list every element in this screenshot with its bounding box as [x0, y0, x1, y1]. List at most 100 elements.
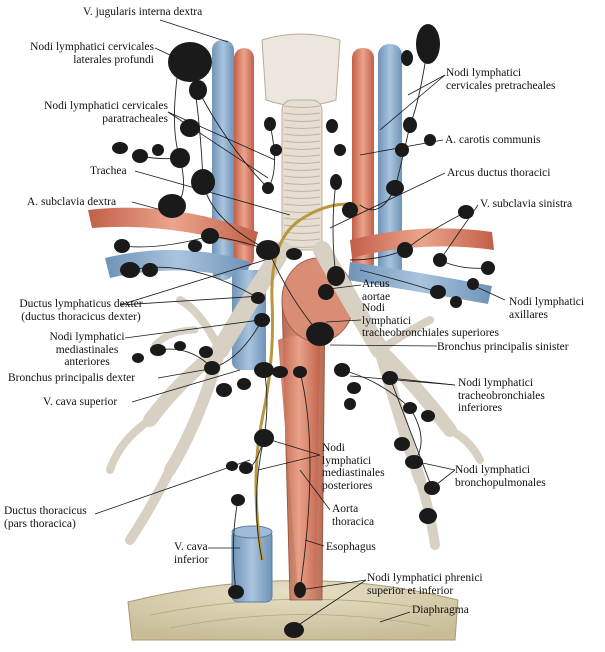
lymph-node — [458, 205, 474, 219]
trachea-ring — [283, 161, 321, 164]
lymph-node — [272, 366, 288, 378]
lymph-node — [199, 346, 213, 358]
leader-line — [389, 377, 456, 386]
lymph-node — [334, 144, 346, 156]
lymph-node — [403, 117, 417, 133]
lymph-node — [228, 585, 244, 599]
label-subclavia-dextra: A. subclavia dextra — [27, 196, 117, 208]
leader-line — [417, 461, 456, 471]
leader-line — [319, 284, 362, 291]
lymph-node — [150, 344, 166, 356]
label-bronchus-dexter: Bronchus principalis dexter — [8, 372, 136, 384]
lymph-node — [142, 263, 158, 277]
carotis-sinistra — [352, 48, 374, 273]
lymph-node — [174, 341, 186, 351]
leader-line — [119, 295, 263, 306]
lymph-node — [450, 296, 462, 308]
leader-line — [124, 319, 261, 339]
label-subclavia-sinistra: V. subclavia sinistra — [480, 198, 573, 210]
label-diaphragma: Diaphragma — [412, 604, 469, 616]
trachea-ring — [283, 140, 321, 143]
lymph-node — [397, 242, 413, 258]
lymph-node — [330, 174, 342, 190]
leader-line — [119, 259, 266, 306]
lymph-node — [170, 148, 190, 168]
trachea-ring — [283, 154, 321, 157]
lymph-node — [254, 313, 270, 327]
lymph-node — [395, 143, 409, 157]
lymph-node — [344, 398, 356, 410]
lymph-vessel — [299, 371, 311, 591]
leader-line — [329, 344, 438, 347]
label-ductus-lymphaticus: Ductus lymphaticus dexter(ductus thoraci… — [19, 298, 143, 323]
lymph-node — [293, 366, 307, 378]
leader-line — [329, 172, 446, 229]
lymph-node — [251, 292, 265, 304]
trachea-ring — [283, 203, 321, 206]
trachea-ring — [283, 133, 321, 136]
leader-line — [167, 111, 269, 179]
leader-line — [131, 369, 241, 403]
leader-line — [299, 579, 367, 591]
jugularis-dextra — [212, 40, 234, 280]
lymph-node — [168, 42, 212, 82]
leader-line — [379, 74, 446, 131]
lymph-node — [419, 508, 437, 524]
lymph-node — [286, 248, 302, 260]
trachea-ring — [283, 189, 321, 192]
lymph-vessel — [439, 259, 489, 269]
lymph-node — [256, 240, 280, 260]
lymph-node — [416, 24, 440, 64]
ductus-thoracicus — [254, 202, 361, 561]
trachea-ring — [283, 147, 321, 150]
leader-line — [159, 19, 229, 43]
leader-line — [263, 437, 321, 456]
trachea-ring — [283, 196, 321, 199]
trachea-ring — [283, 224, 321, 227]
leader-line — [379, 611, 411, 623]
leader-line — [167, 111, 276, 161]
leader-line — [257, 454, 321, 471]
leader-line — [325, 319, 362, 323]
label-ductus-thoracicus: Ductus thoracicus(pars thoracica) — [4, 505, 87, 530]
lymph-node — [327, 266, 345, 286]
lymph-node — [112, 142, 128, 154]
leader-line — [293, 579, 367, 629]
lymph-node — [132, 353, 144, 363]
lymph-node — [237, 378, 251, 390]
lymph-node — [264, 117, 276, 131]
lymph-node — [254, 362, 274, 378]
trachea-ring — [283, 105, 321, 108]
subclavia-sinistra-vein — [348, 262, 492, 304]
lymph-node — [401, 50, 413, 66]
trachea-ring — [283, 168, 321, 171]
leader-line — [431, 469, 456, 489]
lymph-node — [216, 383, 232, 397]
carotis-dextra — [234, 48, 254, 268]
lymph-node — [342, 202, 358, 218]
lymph-node — [481, 261, 495, 275]
trachea-ring — [283, 126, 321, 129]
subclavia-sinistra-art — [350, 228, 494, 258]
jugularis-sinistra — [378, 44, 402, 280]
leader-line — [154, 47, 186, 63]
lymph-node — [262, 182, 274, 194]
leader-line — [157, 367, 216, 379]
lymph-node — [189, 80, 207, 100]
trachea-ring — [283, 112, 321, 115]
label-jugularis: V. jugularis interna dextra — [83, 6, 203, 18]
label-cava-superior: V. cava superior — [43, 396, 118, 408]
trachea-ring — [283, 175, 321, 178]
lymph-node — [467, 278, 479, 290]
lymph-node — [132, 149, 148, 163]
